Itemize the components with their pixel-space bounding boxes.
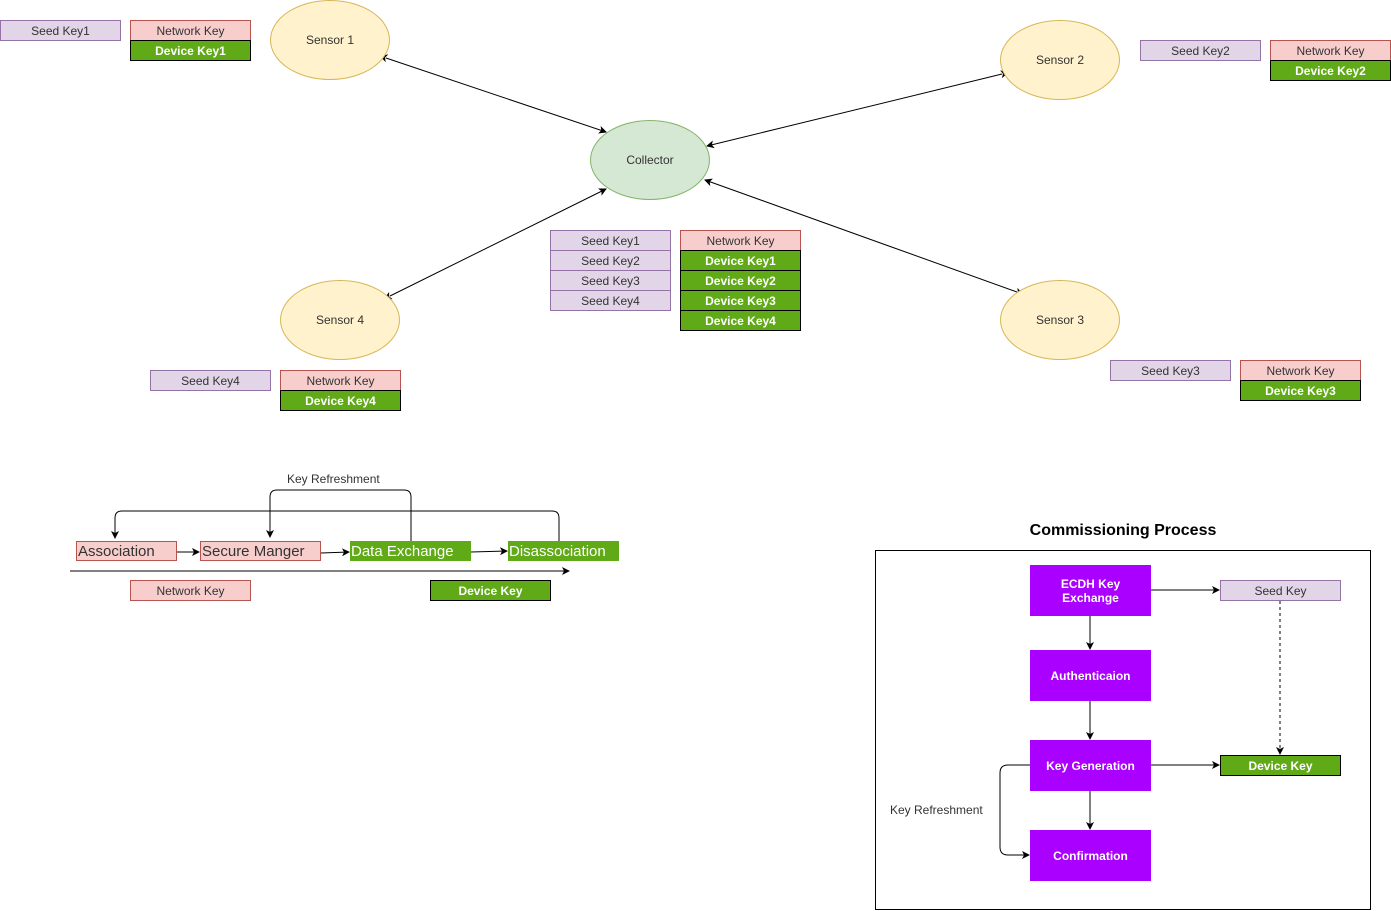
sensor-4-network-key[interactable]: Network Key: [280, 370, 401, 391]
collector-network-key[interactable]: Network Key: [680, 230, 801, 251]
collector-node[interactable]: Collector: [590, 120, 710, 200]
sensor-3-device-key[interactable]: Device Key3: [1240, 380, 1361, 401]
sensor-2-device-key[interactable]: Device Key2: [1270, 60, 1391, 81]
sensor-1-node[interactable]: Sensor 1: [270, 0, 390, 80]
lifecycle-network-key[interactable]: Network Key: [130, 580, 251, 601]
collector-label: Collector: [626, 153, 674, 167]
key-refresh-loop: [266, 489, 412, 541]
link-sensor2-collector: [706, 70, 1009, 149]
commissioning-device-key[interactable]: Device Key: [1220, 755, 1341, 776]
collector-seed-key-2[interactable]: Seed Key2: [550, 250, 671, 271]
sensor-4-node[interactable]: Sensor 4: [280, 280, 400, 360]
sensor-4-label: Sensor 4: [315, 313, 365, 327]
arrow-secure-data: [320, 548, 350, 557]
lifecycle-device-key[interactable]: Device Key: [430, 580, 551, 601]
collector-seed-key-1[interactable]: Seed Key1: [550, 230, 671, 251]
sensor-1-label: Sensor 1: [305, 33, 355, 47]
collector-seed-key-4[interactable]: Seed Key4: [550, 290, 671, 311]
sensor-2-label: Sensor 2: [1035, 53, 1085, 67]
step-authentication[interactable]: Authenticaion: [1030, 650, 1151, 701]
collector-device-key-1[interactable]: Device Key1: [680, 250, 801, 271]
sensor-4-seed-key[interactable]: Seed Key4: [150, 370, 271, 391]
collector-device-key-3[interactable]: Device Key3: [680, 290, 801, 311]
lifecycle-key-refreshment-label: Key Refreshment: [287, 472, 380, 486]
sensor-2-node[interactable]: Sensor 2: [1000, 20, 1120, 100]
commissioning-title: Commissioning Process: [1029, 522, 1217, 539]
sensor-1-seed-key[interactable]: Seed Key1: [0, 20, 121, 41]
link-sensor1-collector: [379, 54, 607, 134]
sensor-3-seed-key[interactable]: Seed Key3: [1110, 360, 1231, 381]
disassoc-loop: [111, 510, 560, 541]
sensor-4-device-key[interactable]: Device Key4: [280, 390, 401, 411]
collector-device-key-2[interactable]: Device Key2: [680, 270, 801, 291]
collector-seed-key-3[interactable]: Seed Key3: [550, 270, 671, 291]
key-refresh-loop-commissioning: [999, 764, 1030, 859]
step-ecdh-key-exchange[interactable]: ECDH Key Exchange: [1030, 565, 1151, 616]
collector-device-key-4[interactable]: Device Key4: [680, 310, 801, 331]
step-key-generation[interactable]: Key Generation: [1030, 740, 1151, 791]
sensor-3-network-key[interactable]: Network Key: [1240, 360, 1361, 381]
stage-association[interactable]: Association: [76, 541, 177, 561]
arrow-data-disassoc: [470, 547, 508, 556]
sensor-3-label: Sensor 3: [1035, 313, 1085, 327]
commissioning-frame: [875, 550, 1371, 910]
commissioning-key-refreshment-label: Key Refreshment: [890, 803, 983, 817]
stage-data-exchange[interactable]: Data Exchange: [350, 541, 471, 561]
link-sensor4-collector: [383, 188, 607, 300]
sensor-3-node[interactable]: Sensor 3: [1000, 280, 1120, 360]
link-sensor3-collector: [704, 178, 1024, 296]
sensor-1-device-key[interactable]: Device Key1: [130, 40, 251, 61]
sensor-2-network-key[interactable]: Network Key: [1270, 40, 1391, 61]
stage-secure-manager[interactable]: Secure Manger: [200, 541, 321, 561]
sensor-2-seed-key[interactable]: Seed Key2: [1140, 40, 1261, 61]
sensor-1-network-key[interactable]: Network Key: [130, 20, 251, 41]
step-confirmation[interactable]: Confirmation: [1030, 830, 1151, 881]
commissioning-seed-key[interactable]: Seed Key: [1220, 580, 1341, 601]
stage-disassociation[interactable]: Disassociation: [508, 541, 619, 561]
